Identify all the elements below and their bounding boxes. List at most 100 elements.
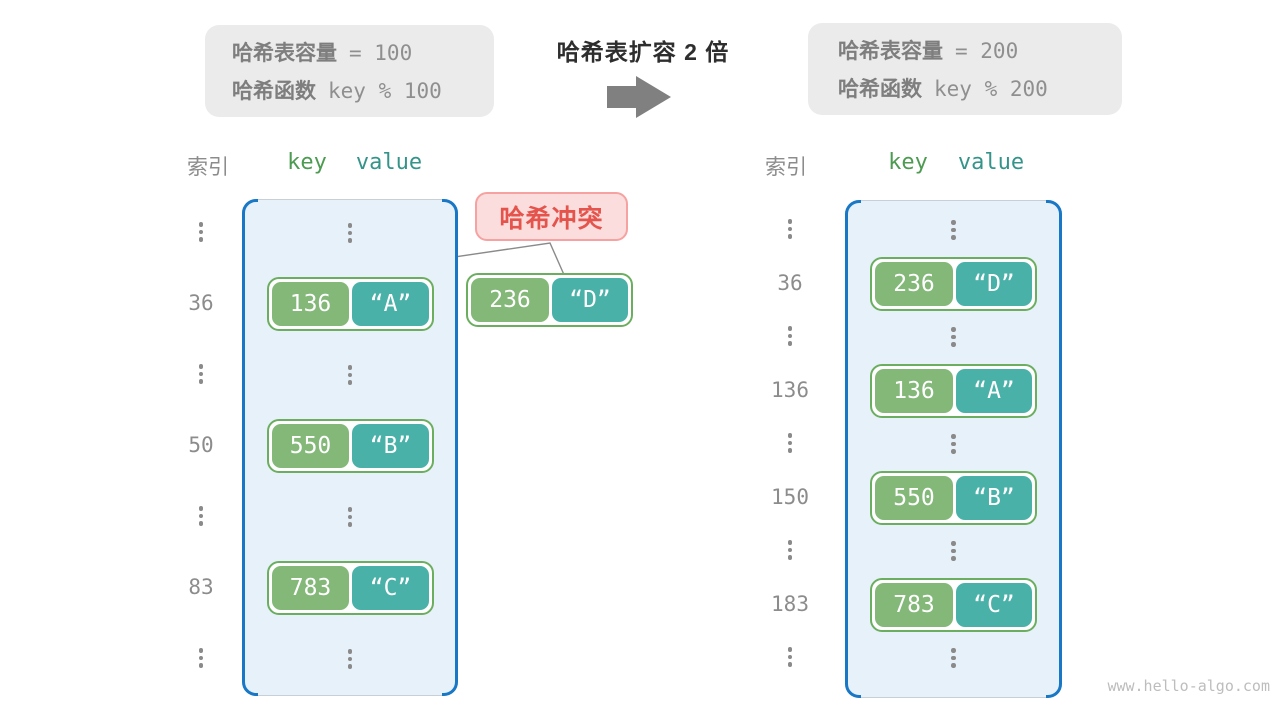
kv-pair: 550 “B” [266,419,434,473]
table-row-ellipsis [846,310,1061,364]
table-row-ellipsis [243,205,457,261]
left-hash-table: 136 “A” 550 “B” 783 “C” [242,199,458,696]
index-ellipsis [160,346,242,402]
vertical-ellipsis-icon [787,326,793,346]
key-cell: 136 [875,369,953,413]
diagram-title: 哈希表扩容 2 倍 [556,39,730,65]
expand-arrow-icon [607,76,671,118]
key-cell: 783 [271,566,350,610]
hash-function-label: 哈希函数 [232,80,316,103]
kv-pair: 236 “D” [466,273,633,327]
index-ellipsis [160,488,242,544]
value-cell: “C” [955,583,1032,627]
index-ellipsis [745,416,835,470]
index-ellipsis [160,630,242,686]
vertical-ellipsis-icon [198,364,204,384]
kv-pair: 783 “C” [870,578,1037,632]
vertical-ellipsis-icon [951,327,956,347]
right-hash-table: 236 “D” 136 “A” 550 “B” 783 “C” [845,200,1062,698]
hash-function-line: 哈希函数 key % 100 [232,75,494,105]
index-label: 36 [188,291,214,315]
key-cell: 550 [271,424,350,468]
hash-function-label: 哈希函数 [838,78,922,101]
right-key-header: key [888,150,928,175]
kv-pair: 136 “A” [266,277,434,331]
value-cell: “D” [551,278,628,322]
kv-pair: 783 “C” [266,561,434,615]
table-row: 783 “C” [243,560,457,616]
capacity-value: = 200 [955,39,1019,63]
watermark: www.hello-algo.com [1107,677,1270,695]
index-label: 183 [771,592,809,616]
right-index-header: 索引 [765,156,807,179]
capacity-info-box-left: 哈希表容量 = 100 哈希函数 key % 100 [205,25,494,117]
index-label: 50 [188,433,214,457]
hash-function-value: key % 100 [328,79,442,103]
vertical-ellipsis-icon [347,649,353,669]
vertical-ellipsis-icon [347,223,353,243]
value-cell: “B” [955,476,1032,520]
left-key-header: key [287,150,327,175]
vertical-ellipsis-icon [347,507,353,527]
value-cell: “D” [955,262,1032,306]
right-value-header: value [957,150,1025,175]
colliding-pair: 236 “D” [466,273,633,327]
table-bracket-right [442,199,458,696]
kv-pair: 136 “A” [870,364,1037,418]
vertical-ellipsis-icon [198,648,204,668]
hash-collision-badge: 哈希冲突 [475,192,628,241]
table-row: 136 “A” [846,364,1061,418]
table-row: 550 “B” [243,418,457,474]
vertical-ellipsis-icon [787,433,793,453]
left-index-header: 索引 [187,156,229,179]
capacity-info-box-right: 哈希表容量 = 200 哈希函数 key % 200 [808,23,1122,115]
hash-function-value: key % 200 [934,77,1048,101]
left-index-column: 36 50 83 [160,199,242,694]
table-row-ellipsis [846,524,1061,578]
table-row-ellipsis [243,489,457,545]
hash-function-line: 哈希函数 key % 200 [838,73,1122,103]
vertical-ellipsis-icon [198,506,204,526]
table-row-ellipsis [846,631,1061,685]
vertical-ellipsis-icon [951,220,956,240]
table-bracket-left [845,200,861,698]
key-cell: 236 [875,262,953,306]
index-ellipsis [745,523,835,577]
vertical-ellipsis-icon [951,648,956,668]
vertical-ellipsis-icon [347,365,353,385]
left-value-header: value [355,150,423,175]
vertical-ellipsis-icon [787,219,793,239]
key-cell: 236 [471,278,549,322]
vertical-ellipsis-icon [951,434,956,454]
table-row: 550 “B” [846,471,1061,525]
table-row: 136 “A” [243,276,457,332]
table-row-ellipsis [243,347,457,403]
table-row: 783 “C” [846,578,1061,632]
capacity-value: = 100 [349,41,413,65]
vertical-ellipsis-icon [787,540,793,560]
value-cell: “A” [955,369,1032,413]
key-cell: 136 [271,282,350,326]
value-cell: “C” [352,566,429,610]
capacity-line: 哈希表容量 = 100 [232,37,494,67]
index-ellipsis [160,204,242,260]
table-bracket-right [1046,200,1062,698]
value-cell: “A” [352,282,429,326]
right-index-column: 36 136 150 183 [745,200,835,696]
table-bracket-left [242,199,258,696]
vertical-ellipsis-icon [951,541,956,561]
capacity-label: 哈希表容量 [838,40,943,63]
vertical-ellipsis-icon [787,647,793,667]
index-label: 150 [771,485,809,509]
value-cell: “B” [352,424,429,468]
kv-pair: 550 “B” [870,471,1037,525]
table-row: 236 “D” [846,257,1061,311]
key-cell: 550 [875,476,953,520]
index-label: 83 [188,575,214,599]
key-cell: 783 [875,583,953,627]
vertical-ellipsis-icon [198,222,204,242]
capacity-line: 哈希表容量 = 200 [838,35,1122,65]
table-row-ellipsis [846,417,1061,471]
index-label: 36 [777,271,803,295]
table-row-ellipsis [243,631,457,687]
